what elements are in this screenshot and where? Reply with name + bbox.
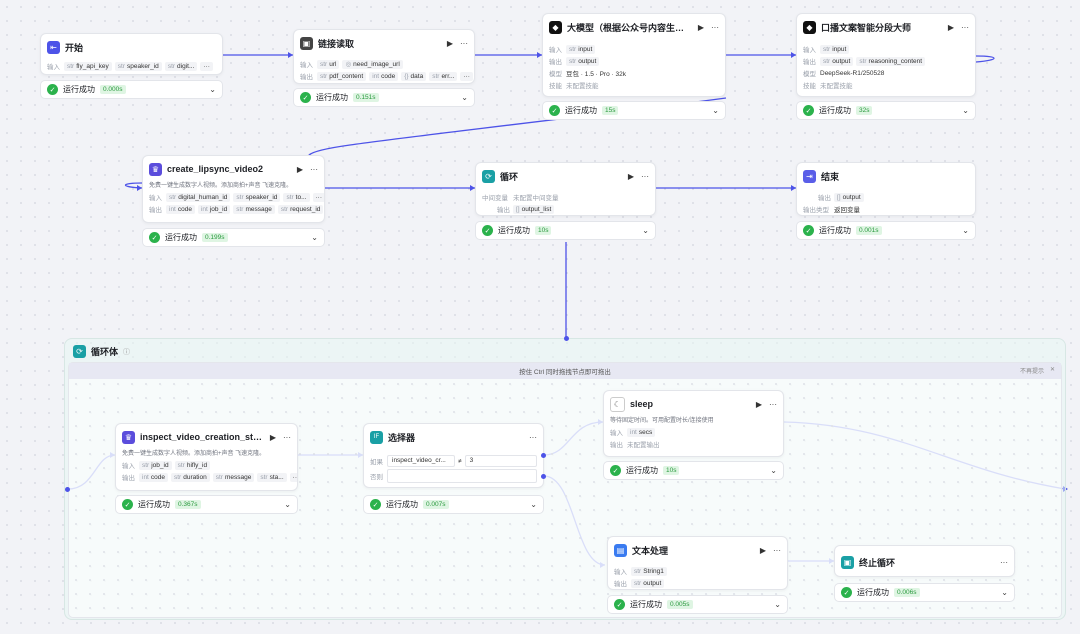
text-icon: ▤ xyxy=(614,543,627,557)
run-icon[interactable]: ▶ xyxy=(296,164,303,174)
port-dot[interactable] xyxy=(65,487,70,492)
more-icon[interactable]: ··· xyxy=(460,38,468,48)
chevron-down-icon: ⌄ xyxy=(311,233,318,242)
if-icon: IF xyxy=(370,430,383,444)
end-node[interactable]: ⇥ 结束 输出[]output 输出类型返回变量 xyxy=(796,162,976,216)
break-loop-node[interactable]: ▣ 终止循环 ··· xyxy=(834,545,1015,577)
chevron-down-icon: ⌄ xyxy=(962,106,969,115)
chevron-down-icon: ⌄ xyxy=(712,106,719,115)
close-icon[interactable]: ✕ xyxy=(1049,367,1055,373)
info-icon[interactable]: ⓘ xyxy=(123,348,131,356)
success-icon: ✓ xyxy=(614,599,625,610)
loop-icon: ⟳ xyxy=(73,345,86,358)
more-icon[interactable]: ··· xyxy=(769,399,777,409)
lipsync-plugin-node[interactable]: ♛ create_lipsync_video2 ▶··· 免费一键生成数字人视频… xyxy=(142,155,325,223)
success-icon: ✓ xyxy=(122,499,133,510)
inspect-plugin-node[interactable]: ♛ inspect_video_creation_sta... ▶··· 免费一… xyxy=(115,423,298,491)
success-icon: ✓ xyxy=(549,105,560,116)
stop-loop-icon: ▣ xyxy=(841,555,854,569)
chevron-down-icon[interactable]: ⌄ xyxy=(209,85,216,94)
success-icon: ✓ xyxy=(803,105,814,116)
port-dot[interactable] xyxy=(541,474,546,479)
more-icon[interactable]: ··· xyxy=(641,171,649,181)
chevron-down-icon: ⌄ xyxy=(284,500,291,509)
success-icon: ✓ xyxy=(803,225,814,236)
chevron-down-icon: ⌄ xyxy=(1001,588,1008,597)
drag-hint-bar: 按住 Ctrl 同时拖拽节点即可拖出 不再提示✕ xyxy=(69,363,1061,379)
chevron-down-icon: ⌄ xyxy=(770,466,777,475)
plugin-icon: ♛ xyxy=(122,430,135,444)
loop-icon: ⟳ xyxy=(482,169,495,183)
run-icon[interactable]: ▶ xyxy=(755,399,762,409)
start-icon: ⇤ xyxy=(47,40,60,54)
success-icon: ✓ xyxy=(482,225,493,236)
more-icon[interactable]: ··· xyxy=(711,22,719,32)
dismiss-hint-link[interactable]: 不再提示 xyxy=(1019,369,1044,375)
chevron-down-icon: ⌄ xyxy=(642,226,649,235)
port-dot[interactable] xyxy=(564,336,569,341)
selector-node[interactable]: IF 选择器 ··· 如果 inspect_video_cr... ≠ 3 否则 xyxy=(363,423,544,488)
more-icon[interactable]: ··· xyxy=(773,545,781,555)
run-icon[interactable]: ▶ xyxy=(947,22,954,32)
more-icon[interactable]: ··· xyxy=(1000,557,1008,567)
sleep-icon: ☾ xyxy=(610,396,625,412)
run-icon[interactable]: ▶ xyxy=(759,545,766,555)
plugin-icon: ♛ xyxy=(149,162,162,176)
chevron-down-icon: ⌄ xyxy=(461,93,468,102)
more-icon[interactable]: ··· xyxy=(283,432,291,442)
llm-icon: ◆ xyxy=(549,20,562,34)
success-icon: ✓ xyxy=(149,232,160,243)
link-reader-icon: ▣ xyxy=(300,36,313,50)
success-icon: ✓ xyxy=(370,499,381,510)
success-icon: ✓ xyxy=(841,587,852,598)
more-icon[interactable]: ··· xyxy=(961,22,969,32)
chevron-down-icon: ⌄ xyxy=(962,226,969,235)
node-title: 开始 xyxy=(65,42,84,53)
llm-icon: ◆ xyxy=(803,20,816,34)
run-icon[interactable]: ▶ xyxy=(627,171,634,181)
chevron-down-icon: ⌄ xyxy=(530,500,537,509)
more-chip[interactable]: ··· xyxy=(200,61,213,71)
success-icon: ✓ xyxy=(610,465,621,476)
run-icon[interactable]: ▶ xyxy=(697,22,704,32)
chevron-down-icon: ⌄ xyxy=(774,600,781,609)
run-icon[interactable]: ▶ xyxy=(269,432,276,442)
more-icon[interactable]: ··· xyxy=(310,164,318,174)
end-icon: ⇥ xyxy=(803,169,816,183)
port-dot[interactable] xyxy=(541,453,546,458)
more-icon[interactable]: ··· xyxy=(529,432,537,442)
run-icon[interactable]: ▶ xyxy=(446,38,453,48)
loop-node[interactable]: ⟳ 循环 ▶··· 中间变量未配置中间变量 输出[]output_list xyxy=(475,162,656,216)
success-icon: ✓ xyxy=(300,92,311,103)
success-icon: ✓ xyxy=(47,84,58,95)
